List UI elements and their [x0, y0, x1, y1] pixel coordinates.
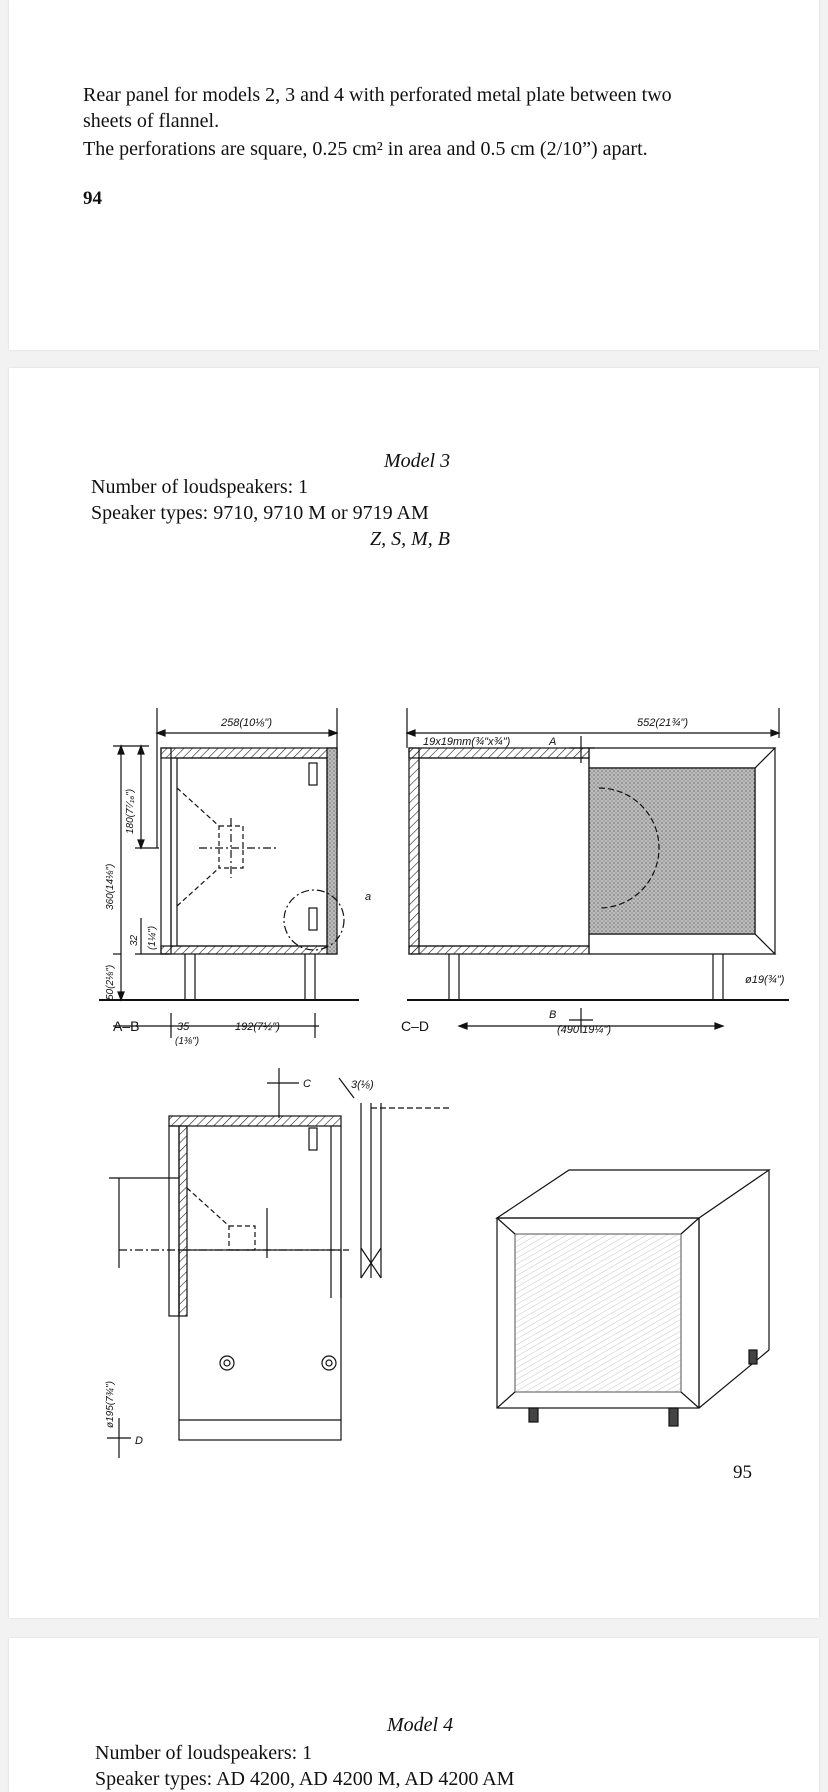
- paragraph-line-2: sheets of flannel.: [83, 110, 220, 132]
- model-title: Model 3: [384, 450, 451, 472]
- label-c: C: [303, 1078, 311, 1090]
- dim-leg: 50(2⅛"): [105, 965, 116, 1000]
- dim-height-32-in: (1¼"): [146, 926, 158, 950]
- speakers-count: Number of loudspeakers: 1: [91, 476, 309, 498]
- label-detail: a: [365, 891, 371, 903]
- page-94: Rear panel for models 2, 3 and 4 with pe…: [9, 0, 819, 350]
- type-codes: Z, S, M, B: [370, 528, 450, 550]
- dim-height-32: 32: [129, 934, 140, 946]
- label-d: D: [135, 1435, 143, 1447]
- section-cd: C–D: [401, 1018, 429, 1034]
- dim-3: 3(⅛): [351, 1079, 374, 1091]
- model-title: Model 4: [387, 1714, 454, 1736]
- dim-height-total: 360(14⅛"): [105, 864, 116, 910]
- dim-490: (490 19¼"): [557, 1024, 611, 1036]
- section-ab: A–B: [113, 1018, 139, 1034]
- page-number: 95: [733, 1462, 752, 1483]
- dim-192: 192(7½"): [235, 1021, 280, 1033]
- label-b: B: [549, 1009, 556, 1021]
- speaker-types: Speaker types: 9710, 9710 M or 9719 AM: [91, 502, 429, 524]
- speaker-types: Speaker types: AD 4200, AD 4200 M, AD 42…: [95, 1768, 515, 1790]
- page-95: Model 3 Number of loudspeakers: 1 Speake…: [9, 368, 819, 1618]
- paragraph-line-3: The perforations are square, 0.25 cm² in…: [83, 138, 648, 160]
- dim-width-ab: 258(10⅛"): [220, 717, 272, 729]
- dim-height-upper: 180(7⁷⁄₁₆"): [125, 789, 136, 834]
- dim-strip: 19x19mm(¾"x¾"): [423, 736, 511, 748]
- label-a: A: [548, 736, 556, 748]
- paragraph-line-1: Rear panel for models 2, 3 and 4 with pe…: [83, 84, 672, 106]
- dim-35: 35: [177, 1021, 190, 1033]
- dim-hole: ø195(7¾"): [105, 1381, 116, 1428]
- page-model-4: Model 4 Number of loudspeakers: 1 Speake…: [9, 1638, 819, 1792]
- speakers-count: Number of loudspeakers: 1: [95, 1742, 313, 1764]
- dim-35-in: (1⅜"): [175, 1036, 199, 1047]
- dim-depth-cd: 552(21¾"): [637, 717, 688, 729]
- page-number: 94: [83, 188, 102, 209]
- cabinet-drawing: 258(10⅛") 552(21¾") 19x19mm(¾"x¾") A B C…: [99, 708, 789, 1458]
- dim-leg-dia: ø19(¾"): [745, 974, 785, 986]
